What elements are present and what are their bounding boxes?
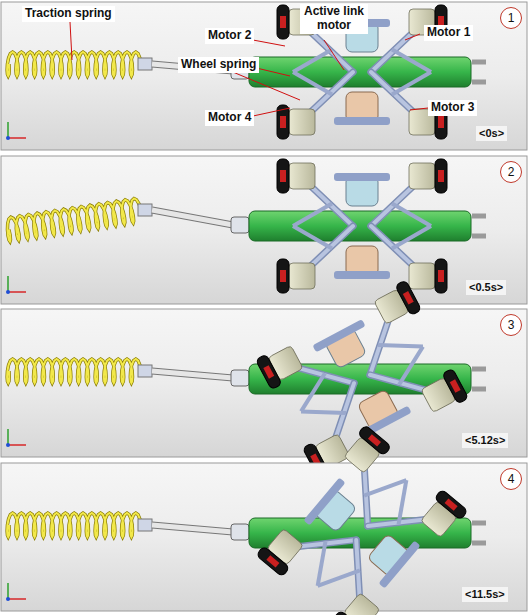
panel: [1, 463, 527, 611]
coil: [7, 52, 141, 76]
coil: [7, 198, 141, 241]
time-stamp: <5.12s>: [462, 433, 508, 448]
part-label: Motor 2: [205, 28, 254, 44]
callout-number: 2: [500, 161, 522, 183]
callout-text: 2: [508, 165, 515, 179]
panel: [1, 309, 527, 457]
part-label: Wheel spring: [178, 57, 259, 73]
callout-number: 4: [500, 468, 522, 490]
part-label: Motor 3: [428, 100, 477, 116]
robot: [1, 425, 527, 615]
leader-line: [70, 22, 72, 60]
coil: [7, 359, 141, 383]
coil: [7, 513, 141, 537]
robot: [1, 280, 527, 478]
part-label: Active link motor: [300, 4, 368, 34]
coil: [7, 359, 141, 383]
callout-text: 4: [508, 472, 515, 486]
coil: [7, 198, 141, 241]
callout-number: 1: [500, 7, 522, 29]
time-stamp: <0s>: [476, 126, 507, 141]
callout-number: 3: [500, 314, 522, 336]
leader-line: [253, 108, 290, 116]
robot: [1, 2, 527, 150]
robot: [1, 156, 527, 304]
coil: [7, 513, 141, 537]
leader-lines: [70, 22, 428, 116]
callout-text: 3: [508, 318, 515, 332]
part-label: Motor 1: [424, 25, 473, 41]
time-stamp: <11.5s>: [462, 587, 508, 602]
leader-line: [405, 34, 420, 40]
part-label: Motor 4: [205, 110, 254, 126]
leader-line: [324, 40, 344, 70]
part-label: Traction spring: [22, 6, 115, 22]
panel: [1, 156, 527, 304]
leader-line: [410, 108, 428, 110]
time-stamp: <0.5s>: [466, 280, 506, 295]
panel: [1, 2, 527, 150]
leader-line: [253, 40, 285, 46]
coil: [7, 52, 141, 76]
callout-text: 1: [508, 11, 515, 25]
